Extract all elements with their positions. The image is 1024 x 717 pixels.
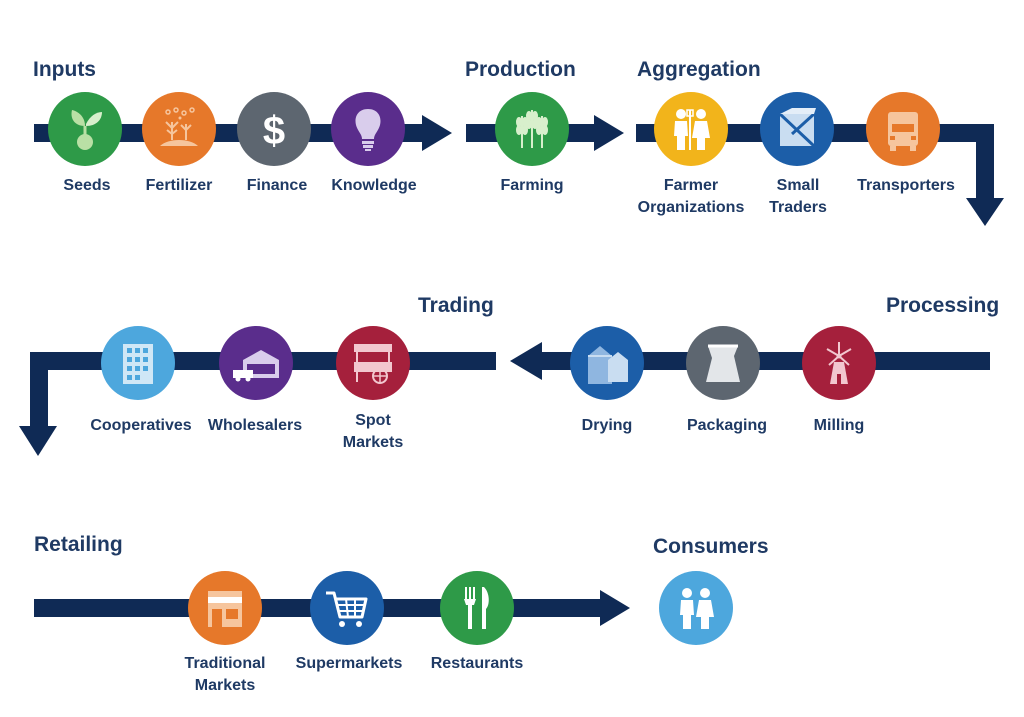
node-farmer-organizations	[654, 92, 728, 166]
arrow-processing-shaft	[540, 352, 990, 370]
fork-knife-icon	[464, 587, 489, 629]
silo-icon	[588, 346, 628, 384]
shopping-cart-icon	[326, 591, 368, 627]
fertilizer-icon	[160, 107, 198, 146]
label-restaurants: Restaurants	[430, 655, 524, 672]
farmers-icon	[674, 109, 710, 150]
arrow-inputs-shaft	[34, 124, 424, 142]
arrow-processing-head	[510, 342, 542, 380]
node-small-traders	[760, 92, 834, 166]
bag-icon	[706, 344, 740, 382]
node-traditional-markets	[188, 571, 262, 645]
section-title-retailing: Retailing	[34, 533, 123, 556]
arrow-trading-down	[30, 352, 48, 430]
label-farming: Farming	[500, 177, 564, 194]
node-consumers	[659, 571, 733, 645]
arrow-aggregation-head	[966, 198, 1004, 226]
node-packaging	[686, 326, 760, 400]
node-cooperatives	[101, 326, 175, 400]
label-finance: Finance	[246, 177, 308, 194]
node-supermarkets	[310, 571, 384, 645]
node-finance: $	[237, 92, 311, 166]
wheat-icon	[516, 110, 548, 148]
arrow-inputs-head	[422, 115, 452, 151]
windmill-icon	[826, 342, 852, 384]
arrow-aggregation-down	[976, 124, 994, 202]
node-milling	[802, 326, 876, 400]
storefront-icon	[208, 591, 242, 627]
label-seeds: Seeds	[63, 177, 111, 194]
label-milling: Milling	[813, 417, 865, 434]
node-transporters	[866, 92, 940, 166]
lightbulb-icon	[355, 109, 381, 151]
section-title-aggregation: Aggregation	[637, 58, 761, 81]
label-packaging: Packaging	[686, 417, 768, 434]
node-drying	[570, 326, 644, 400]
truck-icon	[888, 112, 918, 151]
node-restaurants	[440, 571, 514, 645]
people-icon	[680, 588, 714, 629]
label-drying: Drying	[581, 417, 633, 434]
node-fertilizer	[142, 92, 216, 166]
label-supermarkets: Supermarkets	[295, 655, 403, 672]
market-cart-icon	[354, 344, 392, 384]
section-title-trading: Trading	[418, 294, 494, 317]
arrow-trading-head	[19, 426, 57, 456]
label-knowledge: Knowledge	[331, 177, 417, 194]
box-icon	[778, 108, 816, 148]
node-farming	[495, 92, 569, 166]
arrow-retailing-head	[600, 590, 630, 626]
section-title-processing: Processing	[886, 294, 1000, 317]
node-wholesalers	[219, 326, 293, 400]
label-wholesalers: Wholesalers	[207, 417, 303, 434]
label-fertilizer: Fertilizer	[145, 177, 213, 194]
node-seeds	[48, 92, 122, 166]
warehouse-icon	[233, 350, 279, 382]
dollar-icon: $	[263, 109, 285, 153]
section-title-consumers: Consumers	[653, 535, 769, 558]
label-cooperatives: Cooperatives	[90, 417, 192, 434]
section-title-production: Production	[465, 58, 576, 81]
section-title-inputs: Inputs	[33, 58, 96, 81]
label-transporters: Transporters	[857, 177, 955, 194]
svg-text:$: $	[263, 109, 285, 153]
arrow-production-head	[594, 115, 624, 151]
node-knowledge	[331, 92, 405, 166]
seedling-icon	[71, 110, 102, 150]
building-icon	[123, 344, 153, 384]
node-spot-markets	[336, 326, 410, 400]
